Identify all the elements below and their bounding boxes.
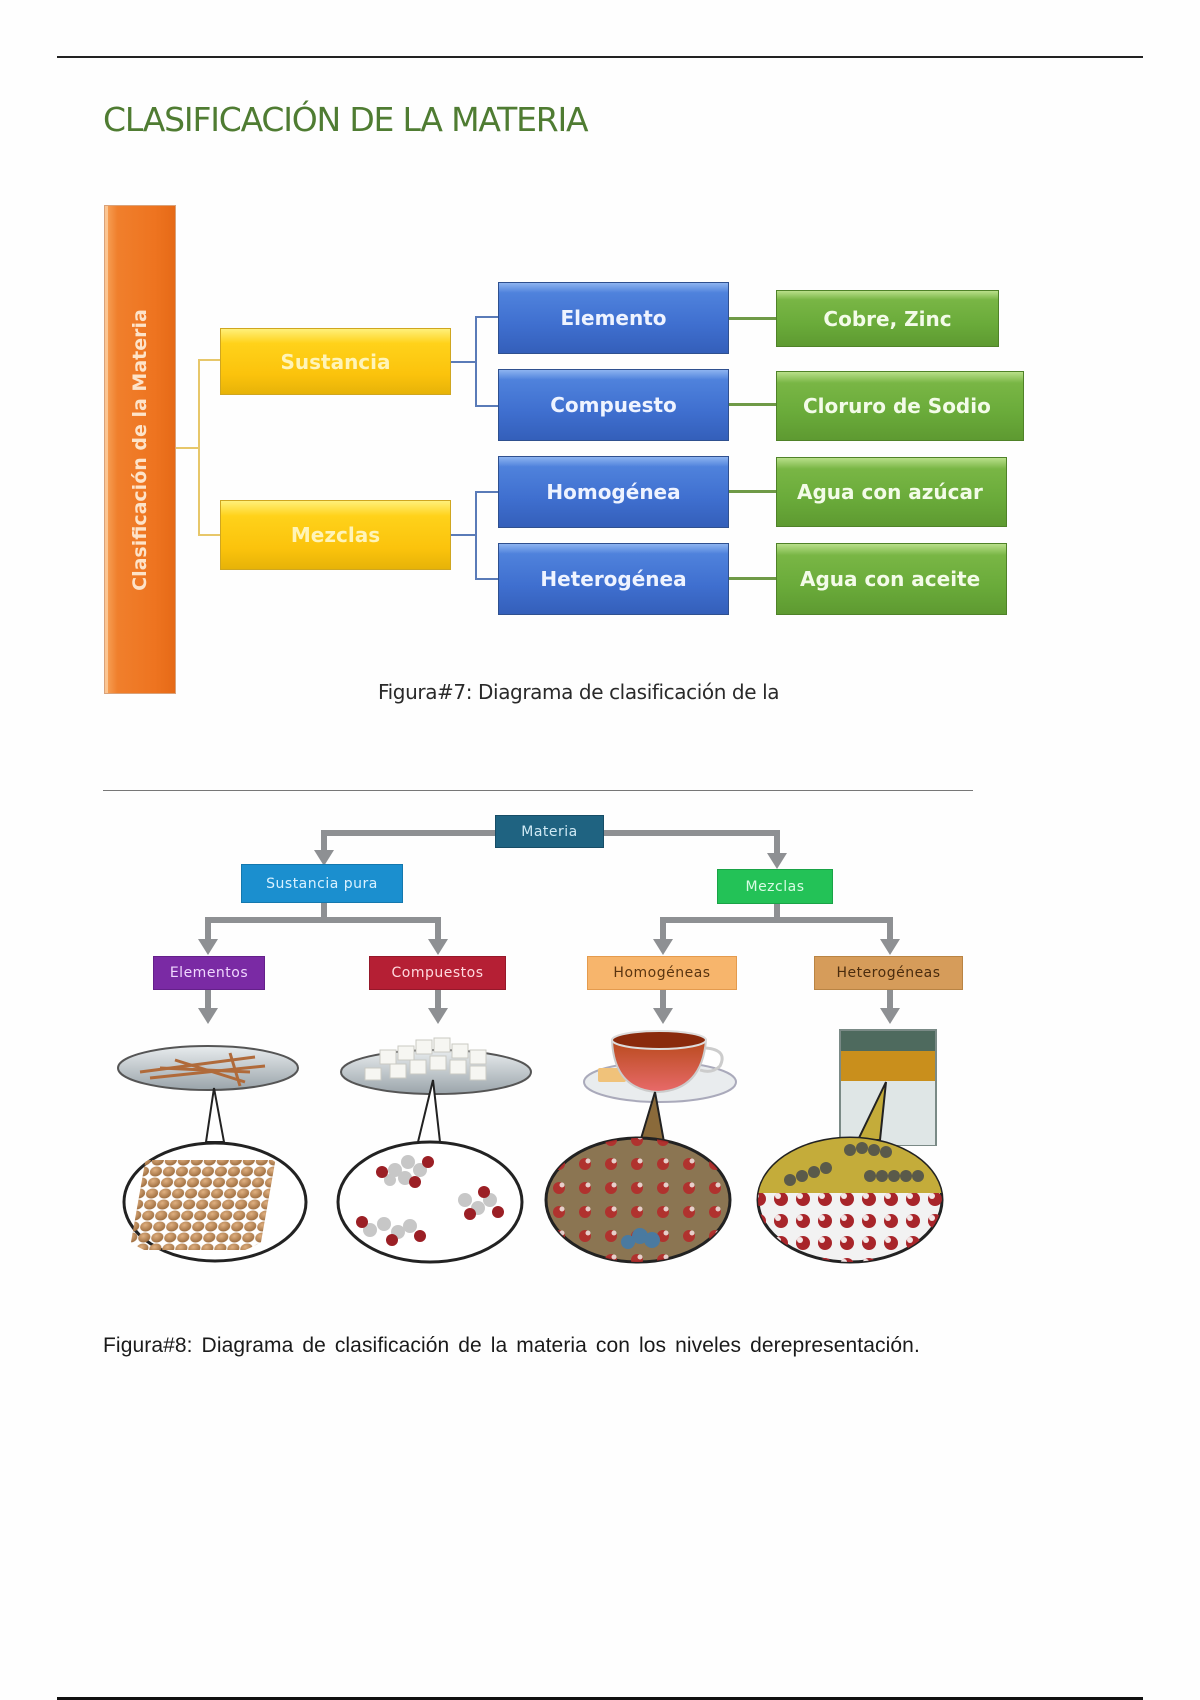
arrow-head <box>653 1008 673 1024</box>
node-sustancia-pura: Sustancia pura <box>241 864 403 903</box>
page-title: CLASIFICACIÓN DE LA MATERIA <box>103 100 589 139</box>
node-sustancia: Sustancia <box>220 328 451 395</box>
node-compuestos: Compuestos <box>369 956 506 990</box>
example-agua-con-aceite: Agua con aceite <box>776 543 1007 615</box>
arrow-head <box>653 939 673 955</box>
arrow-mezclas-to-heterogeneas <box>777 917 893 941</box>
connector <box>451 534 475 536</box>
example-cloruro-de-sodio: Cloruro de Sodio <box>776 371 1024 441</box>
connector <box>729 403 776 406</box>
node-homogenea: Homogénea <box>498 456 729 528</box>
connector <box>475 405 499 407</box>
figure-7-diagram: Clasificación de la Materia Sustancia Me… <box>0 0 1200 760</box>
connector-arrows <box>205 830 893 1010</box>
illustration-oil-water-glass <box>756 1029 944 1264</box>
arrow-head <box>198 939 218 955</box>
footer-rule <box>57 1697 1143 1700</box>
figure-8-caption: Figura#8: Diagrama de clasificación de l… <box>103 1334 920 1357</box>
connector <box>475 491 477 579</box>
example-cobre-zinc: Cobre, Zinc <box>776 290 999 347</box>
figure-7-caption: Figura#7: Diagrama de clasificación de l… <box>378 680 780 704</box>
connector <box>475 316 499 318</box>
illustration-tea-cup <box>544 1030 737 1264</box>
connector <box>475 316 477 407</box>
arrow-head <box>428 1008 448 1024</box>
node-elementos: Elementos <box>153 956 265 990</box>
arrow-mezclas-to-branches <box>660 904 780 941</box>
connector <box>475 578 499 580</box>
connector <box>729 490 776 493</box>
arrow-sustancia-to-compuestos <box>324 917 441 941</box>
arrow-sustancia-to-branches <box>205 903 327 941</box>
figure-8-top-rule <box>103 790 973 791</box>
sugar-molecules <box>356 1155 504 1246</box>
connector <box>729 317 776 320</box>
example-agua-con-azucar: Agua con azúcar <box>776 457 1007 527</box>
node-elemento: Elemento <box>498 282 729 354</box>
node-heterogeneas: Heterogéneas <box>814 956 963 990</box>
connector <box>174 447 198 449</box>
node-homogeneas: Homogéneas <box>587 956 737 990</box>
arrow-materia-to-sustancia <box>321 830 495 852</box>
connector <box>198 359 220 361</box>
illustration-sugar-cubes <box>336 1037 532 1264</box>
connector <box>198 359 200 535</box>
node-mezclas: Mezclas <box>220 500 451 570</box>
illustration-copper-wires <box>117 1045 308 1263</box>
node-compuesto: Compuesto <box>498 369 729 441</box>
connector <box>198 534 220 536</box>
connector <box>729 577 776 580</box>
arrow-head <box>198 1008 218 1024</box>
arrow-heads <box>198 850 900 1024</box>
node-mezclas-8: Mezclas <box>717 869 833 904</box>
header-rule <box>57 56 1143 58</box>
arrow-head <box>880 939 900 955</box>
connector <box>475 491 499 493</box>
arrow-head <box>428 939 448 955</box>
connector <box>451 361 475 363</box>
arrow-head <box>767 853 787 869</box>
arrow-materia-to-mezclas <box>604 830 780 855</box>
arrow-head <box>314 850 334 866</box>
node-heterogenea: Heterogénea <box>498 543 729 615</box>
arrow-head <box>880 1008 900 1024</box>
root-node: Clasificación de la Materia <box>104 205 176 694</box>
node-materia: Materia <box>495 815 604 848</box>
